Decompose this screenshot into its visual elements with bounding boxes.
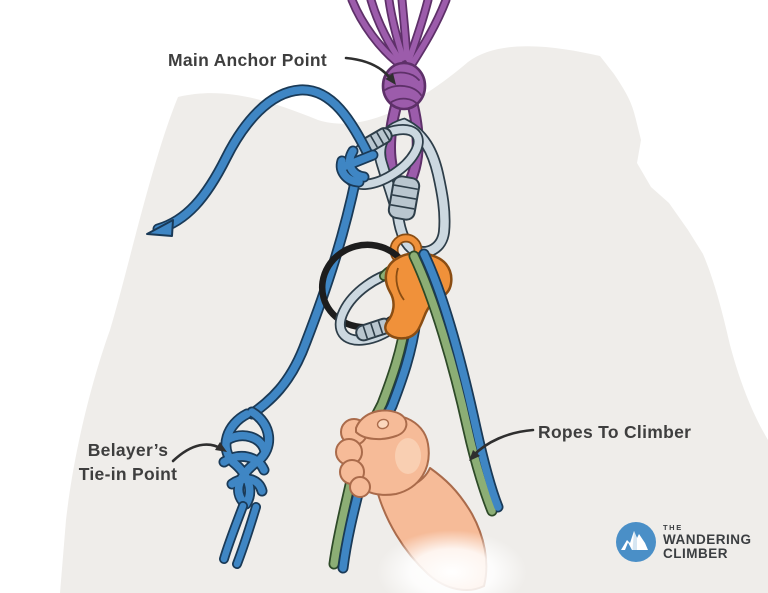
anchor-masterpoint-knot — [381, 61, 427, 111]
thumb-nail — [376, 418, 390, 430]
hms-screwgate-sleeve — [387, 175, 421, 221]
belayer-label-line2: Tie-in Point — [78, 464, 178, 485]
logo-text: THE WANDERING CLIMBER — [663, 523, 752, 561]
annotation-arrows — [171, 56, 535, 463]
brand-logo: THE WANDERING CLIMBER — [615, 521, 752, 563]
logo-name-line2: CLIMBER — [663, 546, 728, 561]
belayer-tie-in-label: Belayer’s Tie-in Point — [42, 438, 214, 486]
belayer-hand — [335, 409, 527, 593]
belayer-rope — [146, 90, 373, 564]
main-anchor-label: Main Anchor Point — [168, 50, 328, 70]
belayer-label-line1: Belayer’s — [87, 440, 169, 460]
logo-name-line1: WANDERING — [663, 532, 752, 547]
logo-prefix: THE — [663, 523, 683, 532]
belayer-arrow — [171, 442, 227, 463]
rope-tail-end — [146, 219, 174, 237]
main-anchor-arrow — [344, 56, 396, 85]
ropes-to-climber-label: Ropes To Climber — [538, 422, 692, 442]
finger — [349, 476, 371, 498]
ropes-arrow — [469, 428, 535, 461]
anchor-cordelette — [352, 0, 446, 189]
mountain-logo-icon — [616, 522, 656, 562]
hms-carabiner — [380, 124, 444, 252]
arm-fade — [377, 530, 527, 593]
